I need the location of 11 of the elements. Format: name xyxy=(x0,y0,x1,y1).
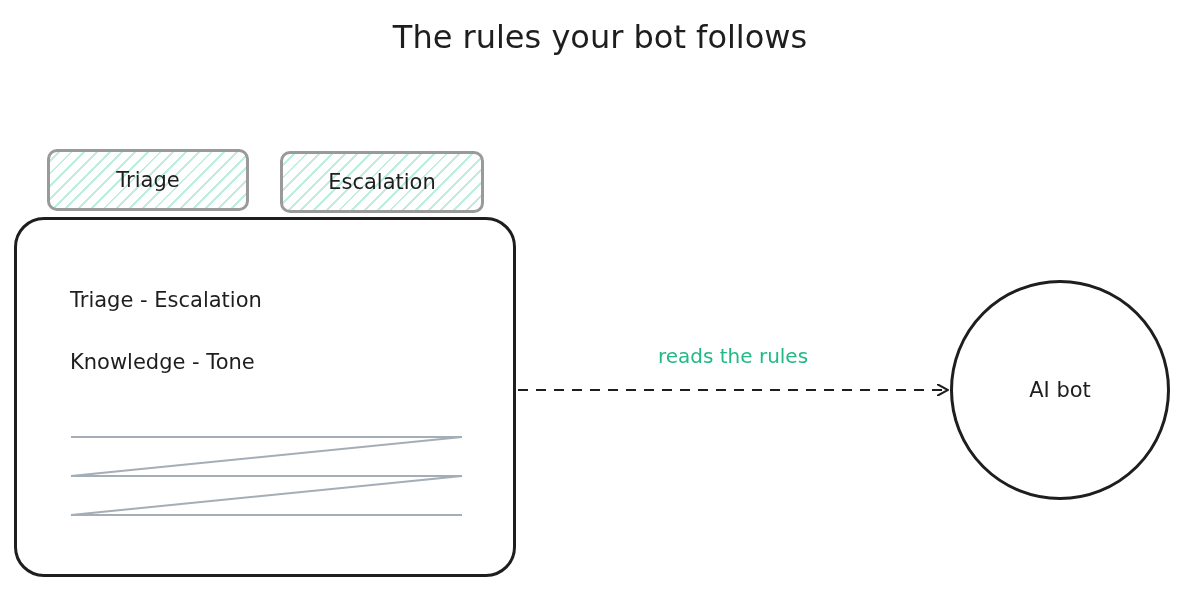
tab-box xyxy=(47,149,249,211)
bot-circle xyxy=(950,280,1170,500)
bot-label: AI bot xyxy=(1029,378,1091,402)
tab-label: Triage xyxy=(116,168,180,192)
tab-label: Escalation xyxy=(328,170,436,194)
tab-box xyxy=(280,151,484,213)
rule-text: Knowledge - Tone xyxy=(70,350,255,374)
diagram-title: The rules your bot follows xyxy=(391,18,809,56)
dashed-arrow xyxy=(517,383,949,397)
rule-text: Triage - Escalation xyxy=(70,288,262,312)
rules-panel xyxy=(14,217,516,577)
